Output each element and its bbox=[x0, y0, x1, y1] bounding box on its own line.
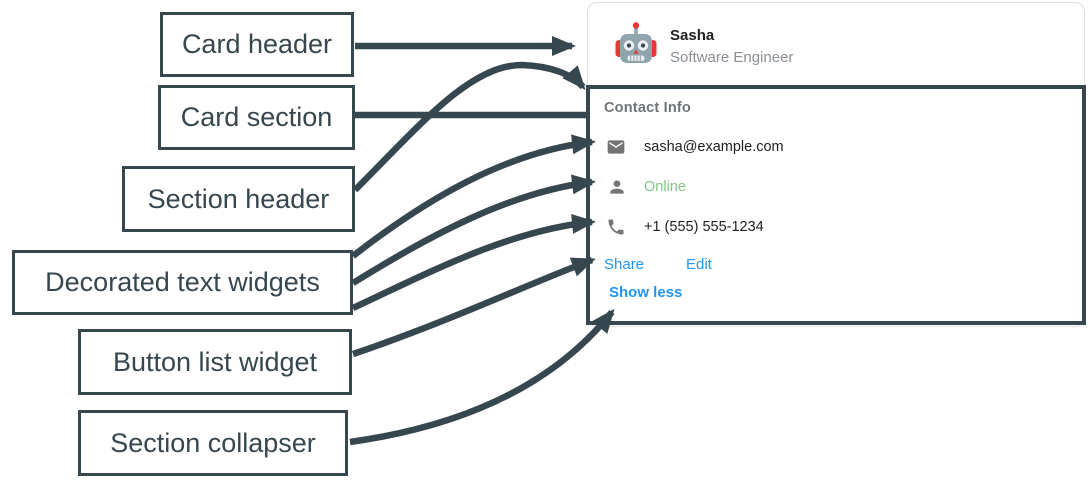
arrow-button-list bbox=[351, 256, 596, 358]
contact-card: Sasha Software Engineer Contact Info sas… bbox=[586, 2, 1086, 327]
card-name: Sasha bbox=[670, 27, 715, 44]
status-text: Online bbox=[644, 179, 686, 195]
edit-button[interactable]: Edit bbox=[686, 256, 712, 273]
email-icon bbox=[607, 140, 625, 154]
card-header: Sasha Software Engineer bbox=[588, 3, 1084, 85]
arrow-decorated-text-3 bbox=[351, 213, 596, 311]
label-card-header: Card header bbox=[160, 12, 354, 77]
label-button-list-widget: Button list widget bbox=[78, 329, 352, 395]
label-decorated-text-widgets-text: Decorated text widgets bbox=[45, 267, 320, 297]
card-role: Software Engineer bbox=[670, 49, 794, 66]
section-title: Contact Info bbox=[604, 100, 691, 116]
arrow-decorated-text-1 bbox=[351, 134, 596, 259]
arrow-decorated-text-2 bbox=[351, 174, 596, 286]
person-icon bbox=[610, 180, 624, 194]
label-section-header-text: Section header bbox=[147, 183, 330, 214]
label-card-section-text: Card section bbox=[180, 102, 333, 132]
email-text: sasha@example.com bbox=[644, 139, 784, 155]
show-less-button[interactable]: Show less bbox=[609, 284, 683, 301]
card-section: Contact Info sasha@example.com Online +1… bbox=[586, 85, 1086, 325]
label-section-header: Section header bbox=[122, 166, 355, 232]
phone-text: +1 (555) 555-1234 bbox=[644, 219, 764, 235]
label-card-section: Card section bbox=[158, 85, 355, 150]
label-decorated-text-widgets: Decorated text widgets bbox=[12, 250, 353, 315]
share-button[interactable]: Share bbox=[604, 256, 645, 273]
label-button-list-widget-text: Button list widget bbox=[112, 346, 318, 377]
phone-icon bbox=[608, 219, 624, 235]
robot-icon bbox=[615, 22, 657, 63]
arrow-section-collapser bbox=[349, 308, 615, 446]
label-section-collapser-text: Section collapser bbox=[110, 427, 316, 458]
arrow-section-header bbox=[352, 61, 586, 193]
label-section-collapser: Section collapser bbox=[78, 410, 348, 476]
label-card-header-text: Card header bbox=[181, 29, 333, 59]
